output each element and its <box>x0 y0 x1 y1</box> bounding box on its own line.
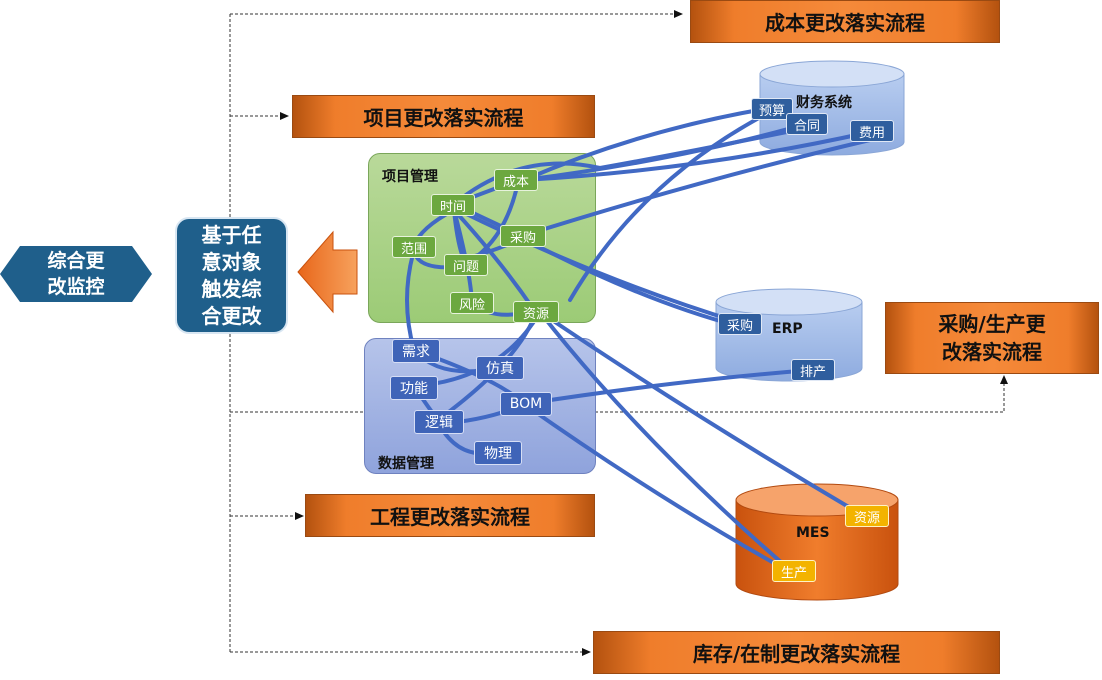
dm-item-requirement[interactable]: 需求 <box>392 339 440 363</box>
engineering-change-flow[interactable]: 工程更改落实流程 <box>305 494 595 537</box>
finance-item-expense[interactable]: 费用 <box>850 120 894 142</box>
dm-item-bom[interactable]: BOM <box>500 392 552 416</box>
mes-item-resource[interactable]: 资源 <box>845 505 889 527</box>
dm-item-physical[interactable]: 物理 <box>474 441 522 465</box>
data-management-title: 数据管理 <box>378 456 434 472</box>
erp-item-purchase[interactable]: 采购 <box>718 313 762 335</box>
trigger-line-2: 意对象 <box>201 249 262 274</box>
erp-item-schedule[interactable]: 排产 <box>791 359 835 381</box>
monitor-line-2: 改监控 <box>47 276 105 298</box>
dm-item-simulation[interactable]: 仿真 <box>476 356 524 380</box>
purchase-flow-line-2: 改落实流程 <box>942 340 1042 364</box>
erp-label: ERP <box>772 321 803 337</box>
trigger-line-1: 基于任 <box>201 222 262 247</box>
dm-item-function[interactable]: 功能 <box>390 376 438 400</box>
monitor-line-1: 综合更 <box>47 250 105 272</box>
mes-item-production[interactable]: 生产 <box>772 560 816 582</box>
pm-item-scope[interactable]: 范围 <box>392 236 436 258</box>
cost-change-flow[interactable]: 成本更改落实流程 <box>690 0 1000 43</box>
pm-item-time[interactable]: 时间 <box>431 194 475 216</box>
mes-label: MES <box>796 525 830 541</box>
purchase-production-change-flow[interactable]: 采购/生产更 改落实流程 <box>885 302 1099 374</box>
project-management-title: 项目管理 <box>382 169 438 185</box>
project-change-flow[interactable]: 项目更改落实流程 <box>292 95 595 138</box>
pm-item-risk[interactable]: 风险 <box>450 292 494 314</box>
finance-item-contract[interactable]: 合同 <box>786 113 828 135</box>
trigger-line-3: 触发综 <box>201 276 262 301</box>
pm-item-cost[interactable]: 成本 <box>494 169 538 191</box>
finance-system-label: 财务系统 <box>796 95 852 111</box>
inventory-wip-change-flow[interactable]: 库存/在制更改落实流程 <box>593 631 1000 674</box>
monitor-chevron <box>0 246 152 302</box>
purchase-flow-line-1: 采购/生产更 <box>938 312 1046 336</box>
trigger-line-4: 合更改 <box>201 303 262 328</box>
pm-item-issue[interactable]: 问题 <box>444 254 488 276</box>
pm-item-resource[interactable]: 资源 <box>513 301 559 323</box>
finance-item-budget[interactable]: 预算 <box>751 98 793 120</box>
integrated-change-monitor[interactable]: 综合更 改监控 <box>20 246 132 302</box>
dm-item-logic[interactable]: 逻辑 <box>414 410 464 434</box>
trigger-arrow <box>297 230 358 314</box>
pm-item-purchase[interactable]: 采购 <box>500 225 546 247</box>
object-trigger-change[interactable]: 基于任 意对象 触发综 合更改 <box>175 217 288 334</box>
